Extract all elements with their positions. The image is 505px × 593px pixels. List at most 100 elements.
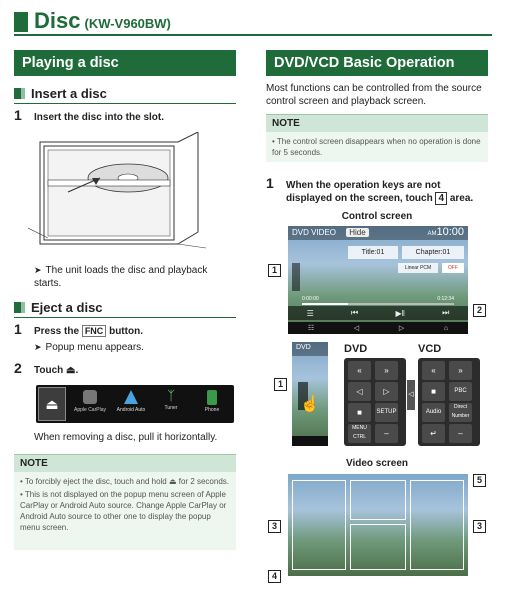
skip-forward-icon[interactable]: ⏭ <box>442 308 450 317</box>
dvd-menu-ctrl-button[interactable]: MENU CTRL <box>348 424 371 443</box>
popup-item-android-auto[interactable]: Android Auto <box>112 388 150 420</box>
dvd-next-button[interactable]: ▷ <box>375 382 398 401</box>
home-icon[interactable]: ⌂ <box>443 324 449 332</box>
transport-bar: ☰ ⏮ ▶‖ ⏭ <box>288 306 468 320</box>
mini-screen: DVD ☝ <box>292 342 328 446</box>
badge-3: 3 <box>268 520 281 533</box>
note-item: • To forcibly eject the disc, touch and … <box>20 477 230 486</box>
status-bar: DVD VIDEO Hide AM10:00 <box>288 226 468 240</box>
list-icon[interactable]: ☰ <box>306 308 314 318</box>
insert-step-1: 1 Insert the disc into the slot. <box>14 107 165 123</box>
badge-5: 5 <box>473 474 486 487</box>
zone-top-center[interactable] <box>350 480 406 520</box>
vcd-label: VCD <box>418 343 442 355</box>
dvd-rewind-button[interactable]: « <box>348 361 371 380</box>
eject-icon: ⏏ <box>66 365 76 376</box>
dvd-setup-button[interactable]: SETUP <box>375 403 398 422</box>
disc-insert-illustration <box>28 132 207 249</box>
badge-4: 4 <box>268 570 281 583</box>
note-body: • To forcibly eject the disc, touch and … <box>14 472 236 537</box>
eject-step-1-result: ➤Popup menu appears. <box>34 342 144 353</box>
popup-menu: ⏏ Apple CarPlay Android Auto ᛉ Tuner Pho… <box>36 385 234 423</box>
note-body: • The control screen disappears when no … <box>272 137 481 157</box>
note-item: • This is not displayed on the popup men… <box>20 490 227 532</box>
badge-1: 1 <box>268 264 281 277</box>
eject-heading: Eject a disc <box>14 300 103 315</box>
eject-step-1: 1 Press the FNC button. <box>14 321 143 337</box>
mini-side-tab[interactable] <box>298 382 308 410</box>
dvd-panel: « » ◁ ▷ ■ SETUP MENU CTRL – <box>344 358 406 446</box>
heading-square-icon <box>14 88 25 99</box>
note-box-left: NOTE • To forcibly eject the disc, touch… <box>14 454 236 550</box>
skip-back-icon[interactable]: ⏮ <box>351 308 359 317</box>
section-dvd-vcd: DVD/VCD Basic Operation <box>266 50 488 76</box>
mini-status: DVD <box>292 342 328 356</box>
vcd-panel: « » ■ PBC Audio Direct Number ↵ – <box>418 358 480 446</box>
hide-button[interactable]: Hide <box>346 228 369 237</box>
fnc-key-label: FNC <box>81 325 107 337</box>
result-arrow-icon: ➤ <box>34 342 42 352</box>
insert-heading: Insert a disc <box>14 86 107 101</box>
play-pause-icon[interactable]: ▶‖ <box>395 308 405 318</box>
vcd-audio-button[interactable]: Audio <box>422 403 445 422</box>
popup-item-tuner[interactable]: ᛉ Tuner <box>154 388 188 420</box>
intro-text: Most functions can be controlled from th… <box>266 83 482 107</box>
vcd-fast-forward-button[interactable]: » <box>449 361 472 380</box>
eject-icon: ⏏ <box>45 396 59 412</box>
nav-bar: ☷ ◁ ▷ ⌂ <box>288 322 468 334</box>
vcd-rewind-button[interactable]: « <box>422 361 445 380</box>
section-playing-disc: Playing a disc <box>14 50 236 76</box>
dvd-minimize-button[interactable]: – <box>375 424 398 443</box>
badge-3: 3 <box>473 520 486 533</box>
note-box-right: NOTE • The control screen disappears whe… <box>266 114 488 162</box>
dvd-fast-forward-button[interactable]: » <box>375 361 398 380</box>
dvd-prev-button[interactable]: ◁ <box>348 382 371 401</box>
page-title: Disc(KW-V960BW) <box>34 8 171 33</box>
tuner-icon: ᛉ <box>167 388 175 403</box>
vcd-direct-number-button[interactable]: Direct Number <box>449 403 472 422</box>
note-heading: NOTE <box>14 455 236 472</box>
dvd-label: DVD <box>344 343 368 355</box>
control-screen[interactable]: DVD VIDEO Hide AM10:00 Title:01 Chapter:… <box>288 226 468 334</box>
zone-left[interactable] <box>292 480 346 570</box>
control-screen-caption: Control screen <box>341 211 413 222</box>
zone-right[interactable] <box>410 480 464 570</box>
left-arrow-icon[interactable]: ◁ <box>353 325 360 332</box>
model-name: (KW-V960BW) <box>84 16 171 31</box>
remove-instruction: When removing a disc, pull it horizontal… <box>34 432 218 443</box>
vcd-return-button[interactable]: ↵ <box>422 424 445 443</box>
badge-2: 2 <box>473 304 486 317</box>
right-arrow-icon[interactable]: ▷ <box>398 325 405 332</box>
video-screen[interactable] <box>288 474 468 576</box>
eject-step-2: 2 Touch ⏏. <box>14 360 79 376</box>
vcd-stop-button[interactable]: ■ <box>422 382 445 401</box>
mini-nav-bar <box>292 436 328 446</box>
side-tab-handle[interactable] <box>292 263 300 291</box>
popup-item-carplay[interactable]: Apple CarPlay <box>72 388 108 420</box>
audio-format: Linear PCM <box>398 263 438 273</box>
divider <box>14 317 236 318</box>
dvd-step-1: 1 When the operation keys are not displa… <box>266 175 474 205</box>
hand-pointer-icon: ☝ <box>300 396 320 413</box>
panel-collapse-tab[interactable]: ◁ <box>407 380 415 410</box>
video-screen-caption: Video screen <box>345 458 409 469</box>
title-number: Title:01 <box>348 246 398 259</box>
vcd-pbc-button[interactable]: PBC <box>449 382 472 401</box>
note-heading: NOTE <box>266 115 488 132</box>
total-time: 0:12:34 <box>437 296 454 302</box>
dvd-stop-button[interactable]: ■ <box>348 403 371 422</box>
phone-icon <box>207 390 217 405</box>
off-indicator: OFF <box>442 263 464 273</box>
chapter-number: Chapter:01 <box>402 246 464 259</box>
android-auto-icon <box>124 390 138 404</box>
vcd-minimize-button[interactable]: – <box>449 424 472 443</box>
result-arrow-icon: ➤ <box>34 265 42 275</box>
badge-1: 1 <box>274 378 287 391</box>
progress-bar[interactable] <box>302 303 454 305</box>
zone-bottom-center[interactable] <box>350 524 406 570</box>
popup-eject-button[interactable]: ⏏ <box>38 387 66 421</box>
insert-result: ➤The unit loads the disc and playback st… <box>34 265 208 289</box>
popup-item-phone[interactable]: Phone <box>194 388 230 420</box>
page-header: Disc(KW-V960BW) <box>14 6 492 36</box>
menu-icon[interactable]: ☷ <box>307 325 315 332</box>
